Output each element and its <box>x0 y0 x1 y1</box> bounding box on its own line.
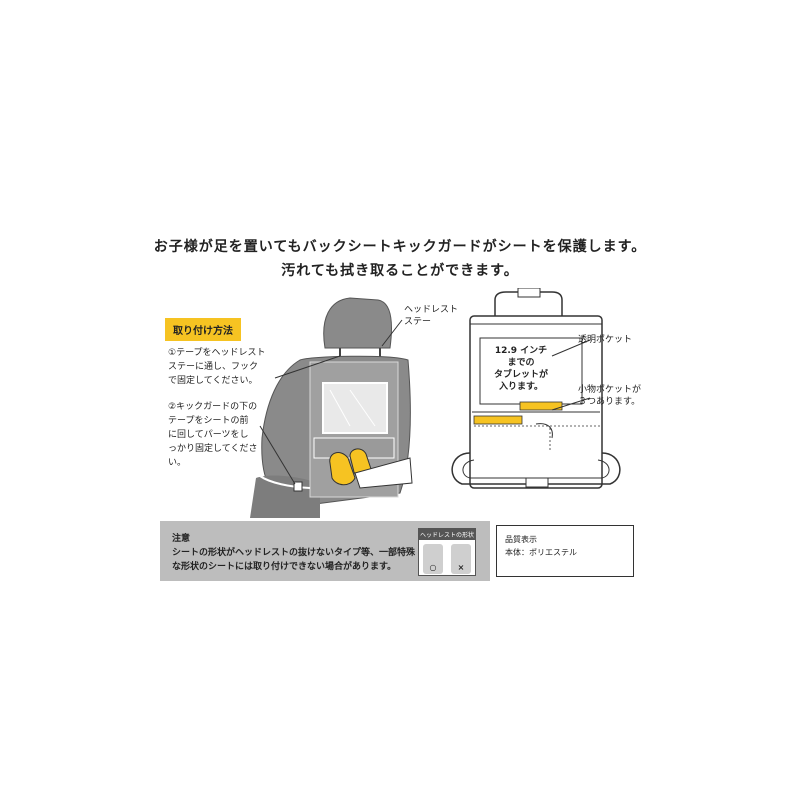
tablet-pocket-text: 12.9 インチ までの タブレットが 入ります。 <box>493 346 548 392</box>
quality-label-box: 品質表示 本体：ポリエステル <box>496 525 634 577</box>
notice-text: シートの形状がヘッドレストの抜けないタイプ等、一部特殊 な形状のシートには取り付… <box>172 548 416 572</box>
small-pocket-label: 小物ポケットが ３つあります。 <box>578 385 642 407</box>
headline-line-1: お子様が足を置いてもバックシートキックガードがシートを保護します。 <box>153 239 647 255</box>
headrest-stay-label: ヘッドレスト ステー <box>404 305 459 327</box>
headrest-ok-icon: ○ <box>423 544 443 574</box>
headrest-shape-label: ヘッドレストの形状 <box>419 529 475 540</box>
quality-title: 品質表示 <box>505 535 537 544</box>
seat-illustration <box>250 297 413 518</box>
notice-title: 注意 <box>172 534 191 544</box>
step-1-text: ①テープをヘッドレスト ステーに通し、フック で固定してください。 <box>168 348 266 386</box>
headline-line-2: 汚れても拭き取ることができます。 <box>281 263 519 279</box>
quality-body: 本体：ポリエステル <box>505 548 577 557</box>
howto-tag: 取り付け方法 <box>165 318 241 341</box>
step-2-text: ②キックガードの下の テープをシートの前 に回してパーツをし っかり固定してくだ… <box>168 402 258 468</box>
headrest-shape-panel: ヘッドレストの形状 ○ × <box>418 528 476 576</box>
clear-pocket-label: 透明ポケット <box>578 335 633 345</box>
headrest-ng-icon: × <box>451 544 471 574</box>
product-illustration <box>451 288 621 489</box>
